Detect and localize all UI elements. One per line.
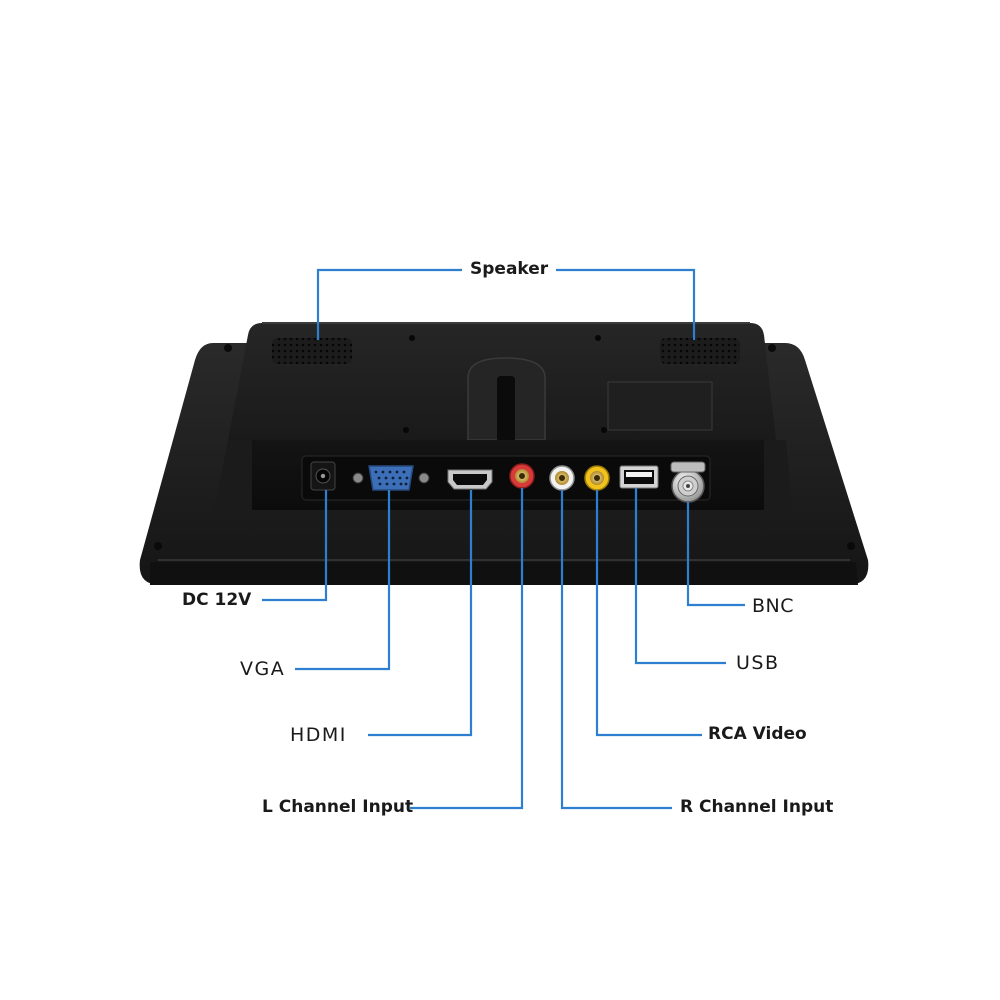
rca-white-jack-icon [549, 465, 575, 491]
callout-line-usb [634, 488, 726, 665]
label-hdmi: HDMI [290, 724, 347, 746]
dc-power-jack-icon [310, 461, 336, 491]
speaker-grille-icon [272, 338, 352, 364]
callout-line-vga [295, 490, 391, 671]
label-dc12v: DC 12V [182, 590, 252, 610]
callout-line-speaker [556, 268, 696, 340]
rca-yellow-jack-icon [584, 465, 610, 491]
hdmi-port-icon [447, 469, 493, 490]
label-rca-video: RCA Video [708, 724, 807, 744]
callout-line-hdmi [368, 490, 473, 737]
back-housing [214, 322, 792, 510]
label-speaker: Speaker [470, 259, 549, 279]
bnc-connector-icon [670, 461, 706, 503]
vga-port-icon [352, 465, 430, 491]
label-usb: USB [736, 652, 780, 674]
label-r-channel-input: R Channel Input [680, 797, 834, 817]
callout-line-rca-video [595, 490, 702, 737]
callout-line-bnc [686, 502, 745, 607]
speaker-grille-icon [660, 338, 740, 364]
label-bnc: BNC [752, 595, 795, 617]
label-vga: VGA [240, 658, 286, 680]
callout-line-dc12v [262, 490, 328, 602]
usb-port-icon [619, 465, 659, 489]
callout-line-r-channel [560, 490, 672, 810]
callout-line-l-channel [410, 488, 524, 810]
label-l-channel-input: L Channel Input [262, 797, 414, 817]
rca-red-jack-icon [509, 463, 535, 489]
callout-line-speaker [316, 268, 462, 340]
